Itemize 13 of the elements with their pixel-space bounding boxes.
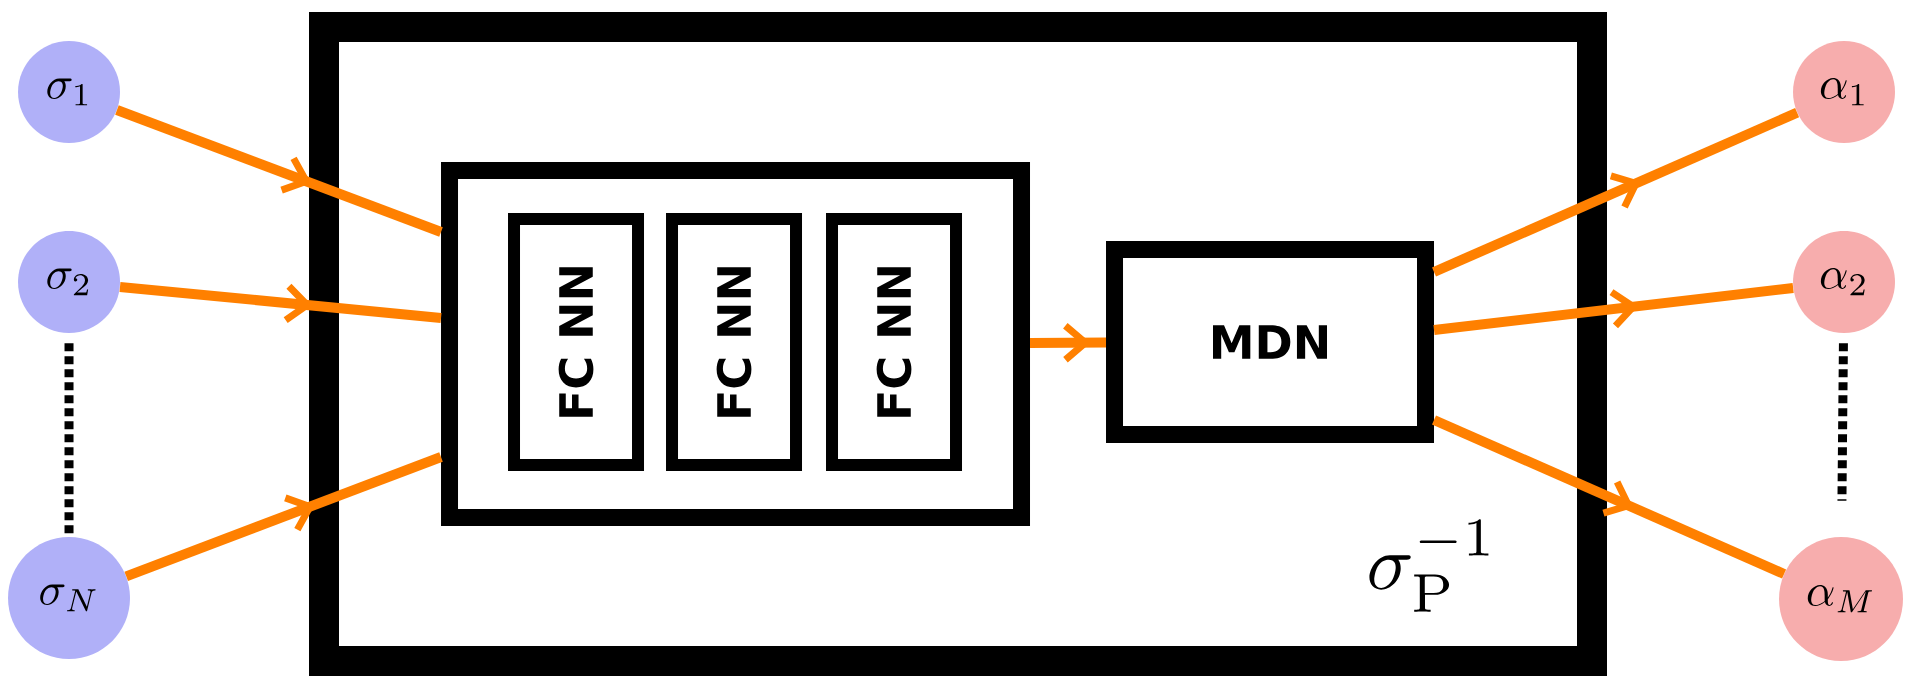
layer-box: FC NN (826, 213, 962, 471)
input-node: $\sigma_N$ (8, 537, 130, 659)
input-node: $\sigma_1$ (18, 41, 120, 143)
output-node: $\alpha_2$ (1793, 231, 1895, 333)
dotted-line (1837, 343, 1848, 501)
frame-label: $\sigma_{\mathrm{P}}^{-1}$ (1369, 519, 1489, 612)
output-node: $\alpha_1$ (1793, 41, 1895, 143)
process-box: MDN (1106, 241, 1434, 443)
layer-box: FC NN (666, 213, 802, 471)
layer-box: FC NN (508, 213, 644, 471)
input-node: $\sigma_2$ (18, 231, 120, 333)
dotted-line (64, 343, 74, 535)
output-node: $\alpha_M$ (1779, 537, 1903, 661)
